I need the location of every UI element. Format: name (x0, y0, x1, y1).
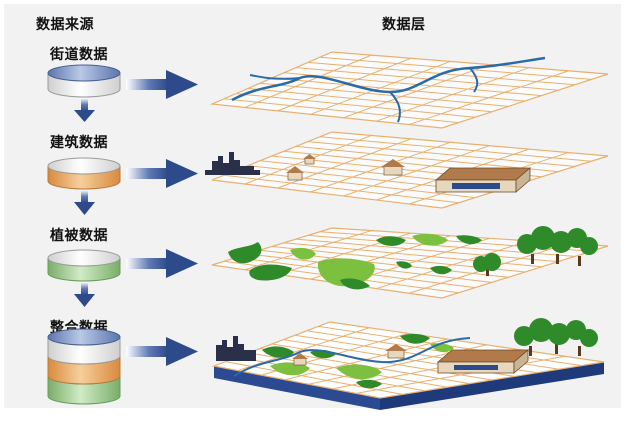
grid-line (343, 64, 490, 119)
down-arrow-1 (74, 98, 95, 122)
tree-icon (473, 253, 501, 276)
grid-line (225, 361, 403, 395)
grid-line (235, 169, 476, 199)
grid-line (271, 77, 526, 102)
grid-line (319, 136, 592, 162)
grid-line (244, 54, 372, 108)
right-arrow-3 (126, 249, 198, 278)
vegetation-db-icon (47, 249, 121, 282)
sources-header: 数据来源 (36, 17, 94, 33)
grid-line (310, 141, 451, 193)
building-db-icon (47, 157, 121, 190)
vegetation-patches (262, 333, 454, 389)
road-branch-3 (469, 67, 479, 93)
grid-line (376, 67, 530, 122)
vegetation-layer-grid (211, 227, 609, 299)
road-path (233, 337, 471, 377)
street-layer (209, 51, 609, 129)
tree-cluster-icon (514, 318, 598, 356)
vegetation-patches (228, 233, 482, 290)
down-arrow-2 (74, 190, 95, 215)
road-branch-2 (389, 91, 401, 123)
right-arrow-4 (126, 337, 198, 366)
vegetation-layer (211, 226, 609, 299)
street-data-label: 街道数据 (50, 47, 108, 63)
house-icon (381, 159, 405, 176)
house-icon (385, 344, 407, 359)
house-icon (303, 154, 316, 165)
grid-line (356, 355, 565, 394)
grid-line (295, 238, 559, 263)
building-data-label: 建筑数据 (50, 135, 108, 151)
grid-plane (209, 51, 609, 129)
house-icon (286, 166, 304, 181)
grid-line (343, 145, 490, 197)
grid-line (259, 82, 509, 107)
integrated-layer (211, 318, 605, 410)
grid-line (223, 98, 459, 124)
grid-line (307, 141, 575, 167)
layers-header: 数据层 (382, 17, 426, 33)
street-db-icon (47, 64, 121, 98)
building-layer (205, 131, 609, 209)
grid-line (295, 145, 559, 173)
house-icon (292, 353, 308, 366)
grid-line (319, 56, 592, 80)
city-skyline-icon (205, 152, 260, 175)
city-skyline-icon (216, 336, 256, 361)
warehouse-icon (434, 167, 532, 193)
street-layer-grid (209, 51, 609, 129)
integrated-db-icon (47, 328, 121, 405)
base-right-side (380, 362, 604, 410)
grid-line (283, 72, 542, 97)
grid-line (295, 67, 559, 91)
tree-cluster-icon (517, 226, 598, 266)
grid-line (223, 174, 459, 204)
grid-line (310, 60, 451, 115)
building-layer-grid (211, 131, 609, 209)
grid-line (376, 240, 530, 290)
right-arrow-1 (126, 70, 198, 99)
right-arrow-2 (126, 159, 198, 188)
base-front-side (214, 366, 380, 410)
grid-line (408, 70, 569, 126)
grid-line (235, 93, 476, 118)
warehouse-icon (436, 349, 530, 374)
road-branch-1 (249, 74, 301, 80)
grid-line (277, 57, 412, 112)
vegetation-data-label: 植被数据 (50, 228, 108, 244)
down-arrow-3 (74, 282, 95, 307)
grid-line (247, 87, 492, 113)
